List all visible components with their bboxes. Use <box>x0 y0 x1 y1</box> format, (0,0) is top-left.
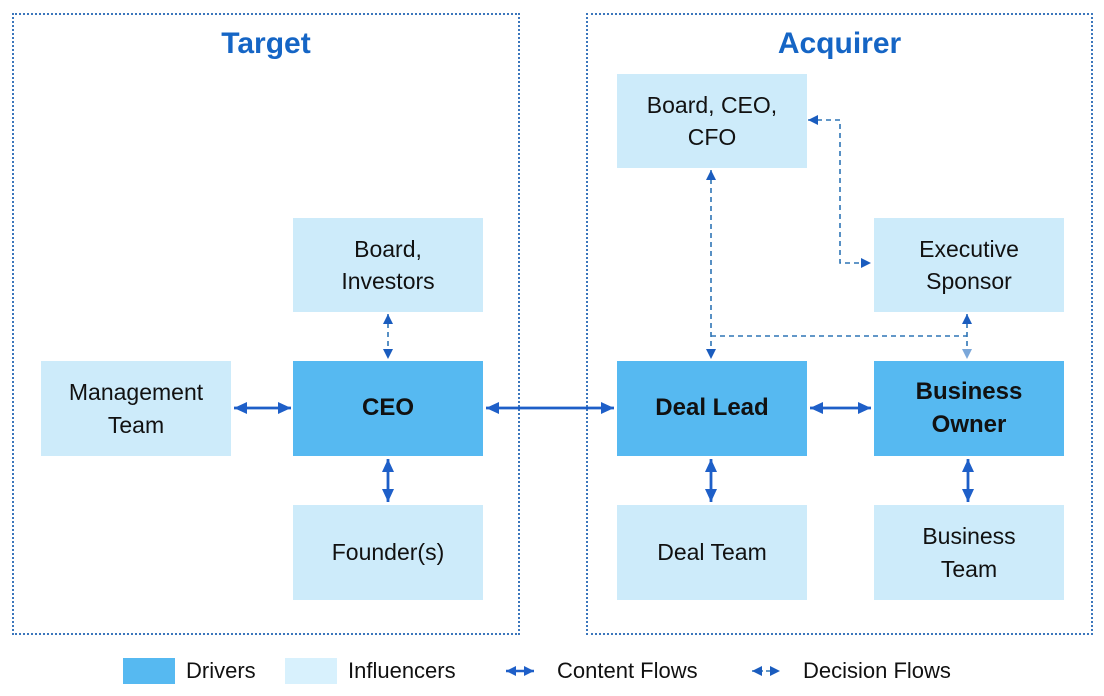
node-management-team: Management Team <box>41 361 231 456</box>
solid-double-arrow-icon <box>506 666 534 676</box>
target-section-title: Target <box>221 27 311 60</box>
legend-item-content-flows: Content Flows <box>494 657 698 685</box>
node-business-owner: Business Owner <box>874 361 1064 456</box>
node-founders: Founder(s) <box>293 505 483 600</box>
dashed-double-arrow-icon <box>752 666 780 676</box>
node-business-team: Business Team <box>874 505 1064 600</box>
legend-label-influencers: Influencers <box>348 658 456 683</box>
legend-label-drivers: Drivers <box>186 658 256 683</box>
target-section-container: Target <box>12 13 520 635</box>
driver-swatch-icon <box>123 658 175 684</box>
node-executive-sponsor: Executive Sponsor <box>874 218 1064 312</box>
influencer-swatch-icon <box>285 658 337 684</box>
node-board-ceo-cfo: Board, CEO, CFO <box>617 74 807 168</box>
legend-item-influencers: Influencers <box>285 657 456 685</box>
acquirer-section-container: Acquirer <box>586 13 1093 635</box>
acquirer-section-title: Acquirer <box>777 27 902 60</box>
node-ceo: CEO <box>293 361 483 456</box>
legend-item-decision-flows: Decision Flows <box>740 657 951 685</box>
node-board-investors: Board, Investors <box>293 218 483 312</box>
node-deal-team: Deal Team <box>617 505 807 600</box>
legend-label-content-flows: Content Flows <box>557 658 698 683</box>
legend-label-decision-flows: Decision Flows <box>803 658 951 683</box>
node-deal-lead: Deal Lead <box>617 361 807 456</box>
legend-item-drivers: Drivers <box>123 657 256 685</box>
